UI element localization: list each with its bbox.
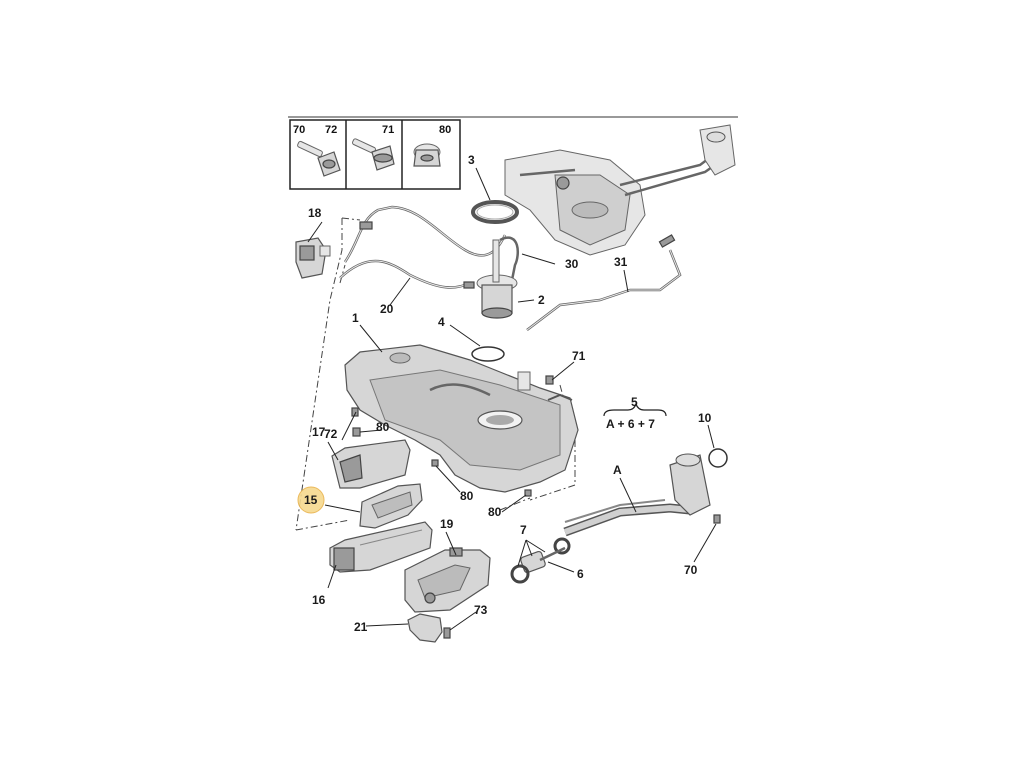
bolt-70-72-icon [297,140,341,177]
callout-10: 10 [698,411,712,425]
callout-17: 17 [312,425,326,439]
callout-19: 19 [440,517,454,531]
callout-80-upper: 80 [376,420,390,434]
hw-label-72: 72 [325,124,337,136]
fuel-lines [339,205,682,331]
nut-80-icon [413,143,441,167]
callout-72: 72 [324,427,338,441]
part-6-filler-hose [510,537,571,584]
callout-70: 70 [684,563,698,577]
callout-16: 16 [312,593,326,607]
callout-31: 31 [614,255,628,269]
hw-label-70: 70 [293,124,305,136]
callout-80-lower: 80 [488,505,502,519]
callout-15: 15 [304,493,318,507]
callout-7: 7 [520,523,527,537]
part-16-canister [329,521,433,573]
callout-5: 5 [631,395,638,409]
part-70-screw [713,514,721,524]
part-a-filler-pipe [563,453,711,537]
callout-2: 2 [538,293,545,307]
group-5-brace [603,402,667,417]
callout-18: 18 [308,206,322,220]
callout-labels: 3 2 4 1 30 20 18 31 71 72 80 17 80 15 16… [304,153,712,634]
callout-3: 3 [468,153,475,167]
highlight-15-marker [297,486,325,514]
hardware-legend-box: 70 72 71 80 [289,119,461,190]
callout-4: 4 [438,315,445,329]
callout-80-middle: 80 [460,489,474,503]
callout-6: 6 [577,567,584,581]
hw-label-80: 80 [439,124,451,136]
part-19-carbon-canister [404,547,491,613]
callout-30: 30 [565,257,579,271]
callout-73: 73 [474,603,488,617]
part-4-seal [471,346,505,362]
part-3-locking-ring [471,200,519,224]
bolt-71-icon [352,138,395,171]
tank-assembly-overview [504,124,736,256]
part-2-fuel-pump-module [476,239,518,319]
part-15-shield [359,483,423,529]
part-1-fuel-tank [344,344,579,493]
callout-71: 71 [572,349,586,363]
callout-1: 1 [352,311,359,325]
callout-20: 20 [380,302,394,316]
part-18-valve [295,237,331,279]
part-73-bolt [443,627,451,639]
leader-lines [307,167,717,631]
hw-label-71: 71 [382,124,394,136]
callout-A: A [613,463,622,477]
callout-5-formula: A + 6 + 7 [606,417,655,431]
part-17-heat-shield [331,439,411,489]
part-10-seal-ring [708,448,728,468]
callout-21: 21 [354,620,368,634]
part-21-bracket [407,613,443,643]
